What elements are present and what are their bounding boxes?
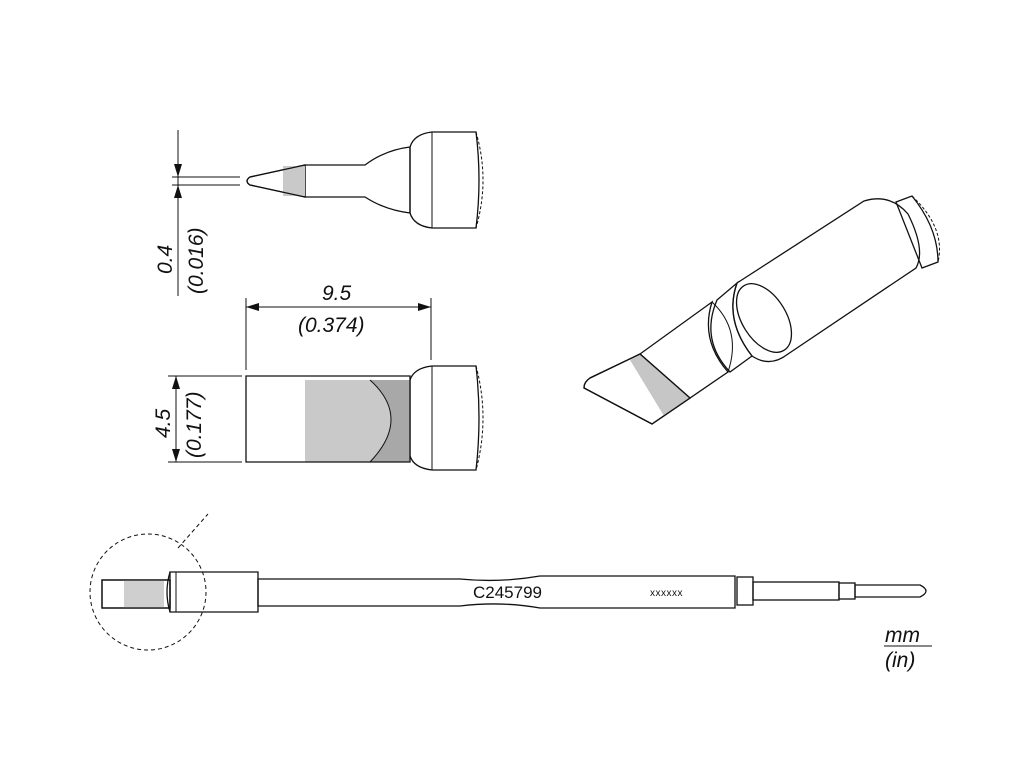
units-legend: mm (in) (884, 624, 932, 672)
cartridge-grip (169, 571, 259, 613)
side-view (246, 131, 484, 229)
lot-code: xxxxxx (650, 588, 683, 599)
perspective-view (583, 195, 940, 425)
cartridge-shaft (257, 575, 736, 609)
detail-circle (89, 533, 207, 651)
side-view-sleeve (409, 131, 480, 229)
tip-thickness-mm: 0.4 (154, 245, 177, 274)
units-primary: mm (885, 624, 920, 647)
blade-length-dimension: 9.5 (0.374) (245, 282, 432, 370)
units-secondary: (in) (885, 649, 915, 672)
blade-view (245, 365, 484, 471)
tip-thickness-in: (0.016) (185, 227, 208, 294)
cartridge-ring (736, 576, 754, 606)
blade-length-mm: 9.5 (322, 282, 352, 305)
perspective-sleeve (732, 198, 921, 363)
blade-width-in: (0.177) (183, 391, 206, 458)
blade-width-mm: 4.5 (152, 408, 175, 438)
cartridge-pin (854, 584, 927, 598)
blade-length-in: (0.374) (298, 314, 365, 337)
part-number: C245799 (473, 583, 542, 602)
blade-view-sleeve (409, 365, 480, 471)
blade-width-dimension: 4.5 (0.177) (152, 375, 242, 463)
side-view-neck (304, 146, 411, 214)
detail-leader (177, 513, 209, 549)
tip-thickness-dimension: 0.4 (0.016) (154, 130, 240, 296)
cartridge-view: C245799 xxxxxx (89, 513, 927, 651)
